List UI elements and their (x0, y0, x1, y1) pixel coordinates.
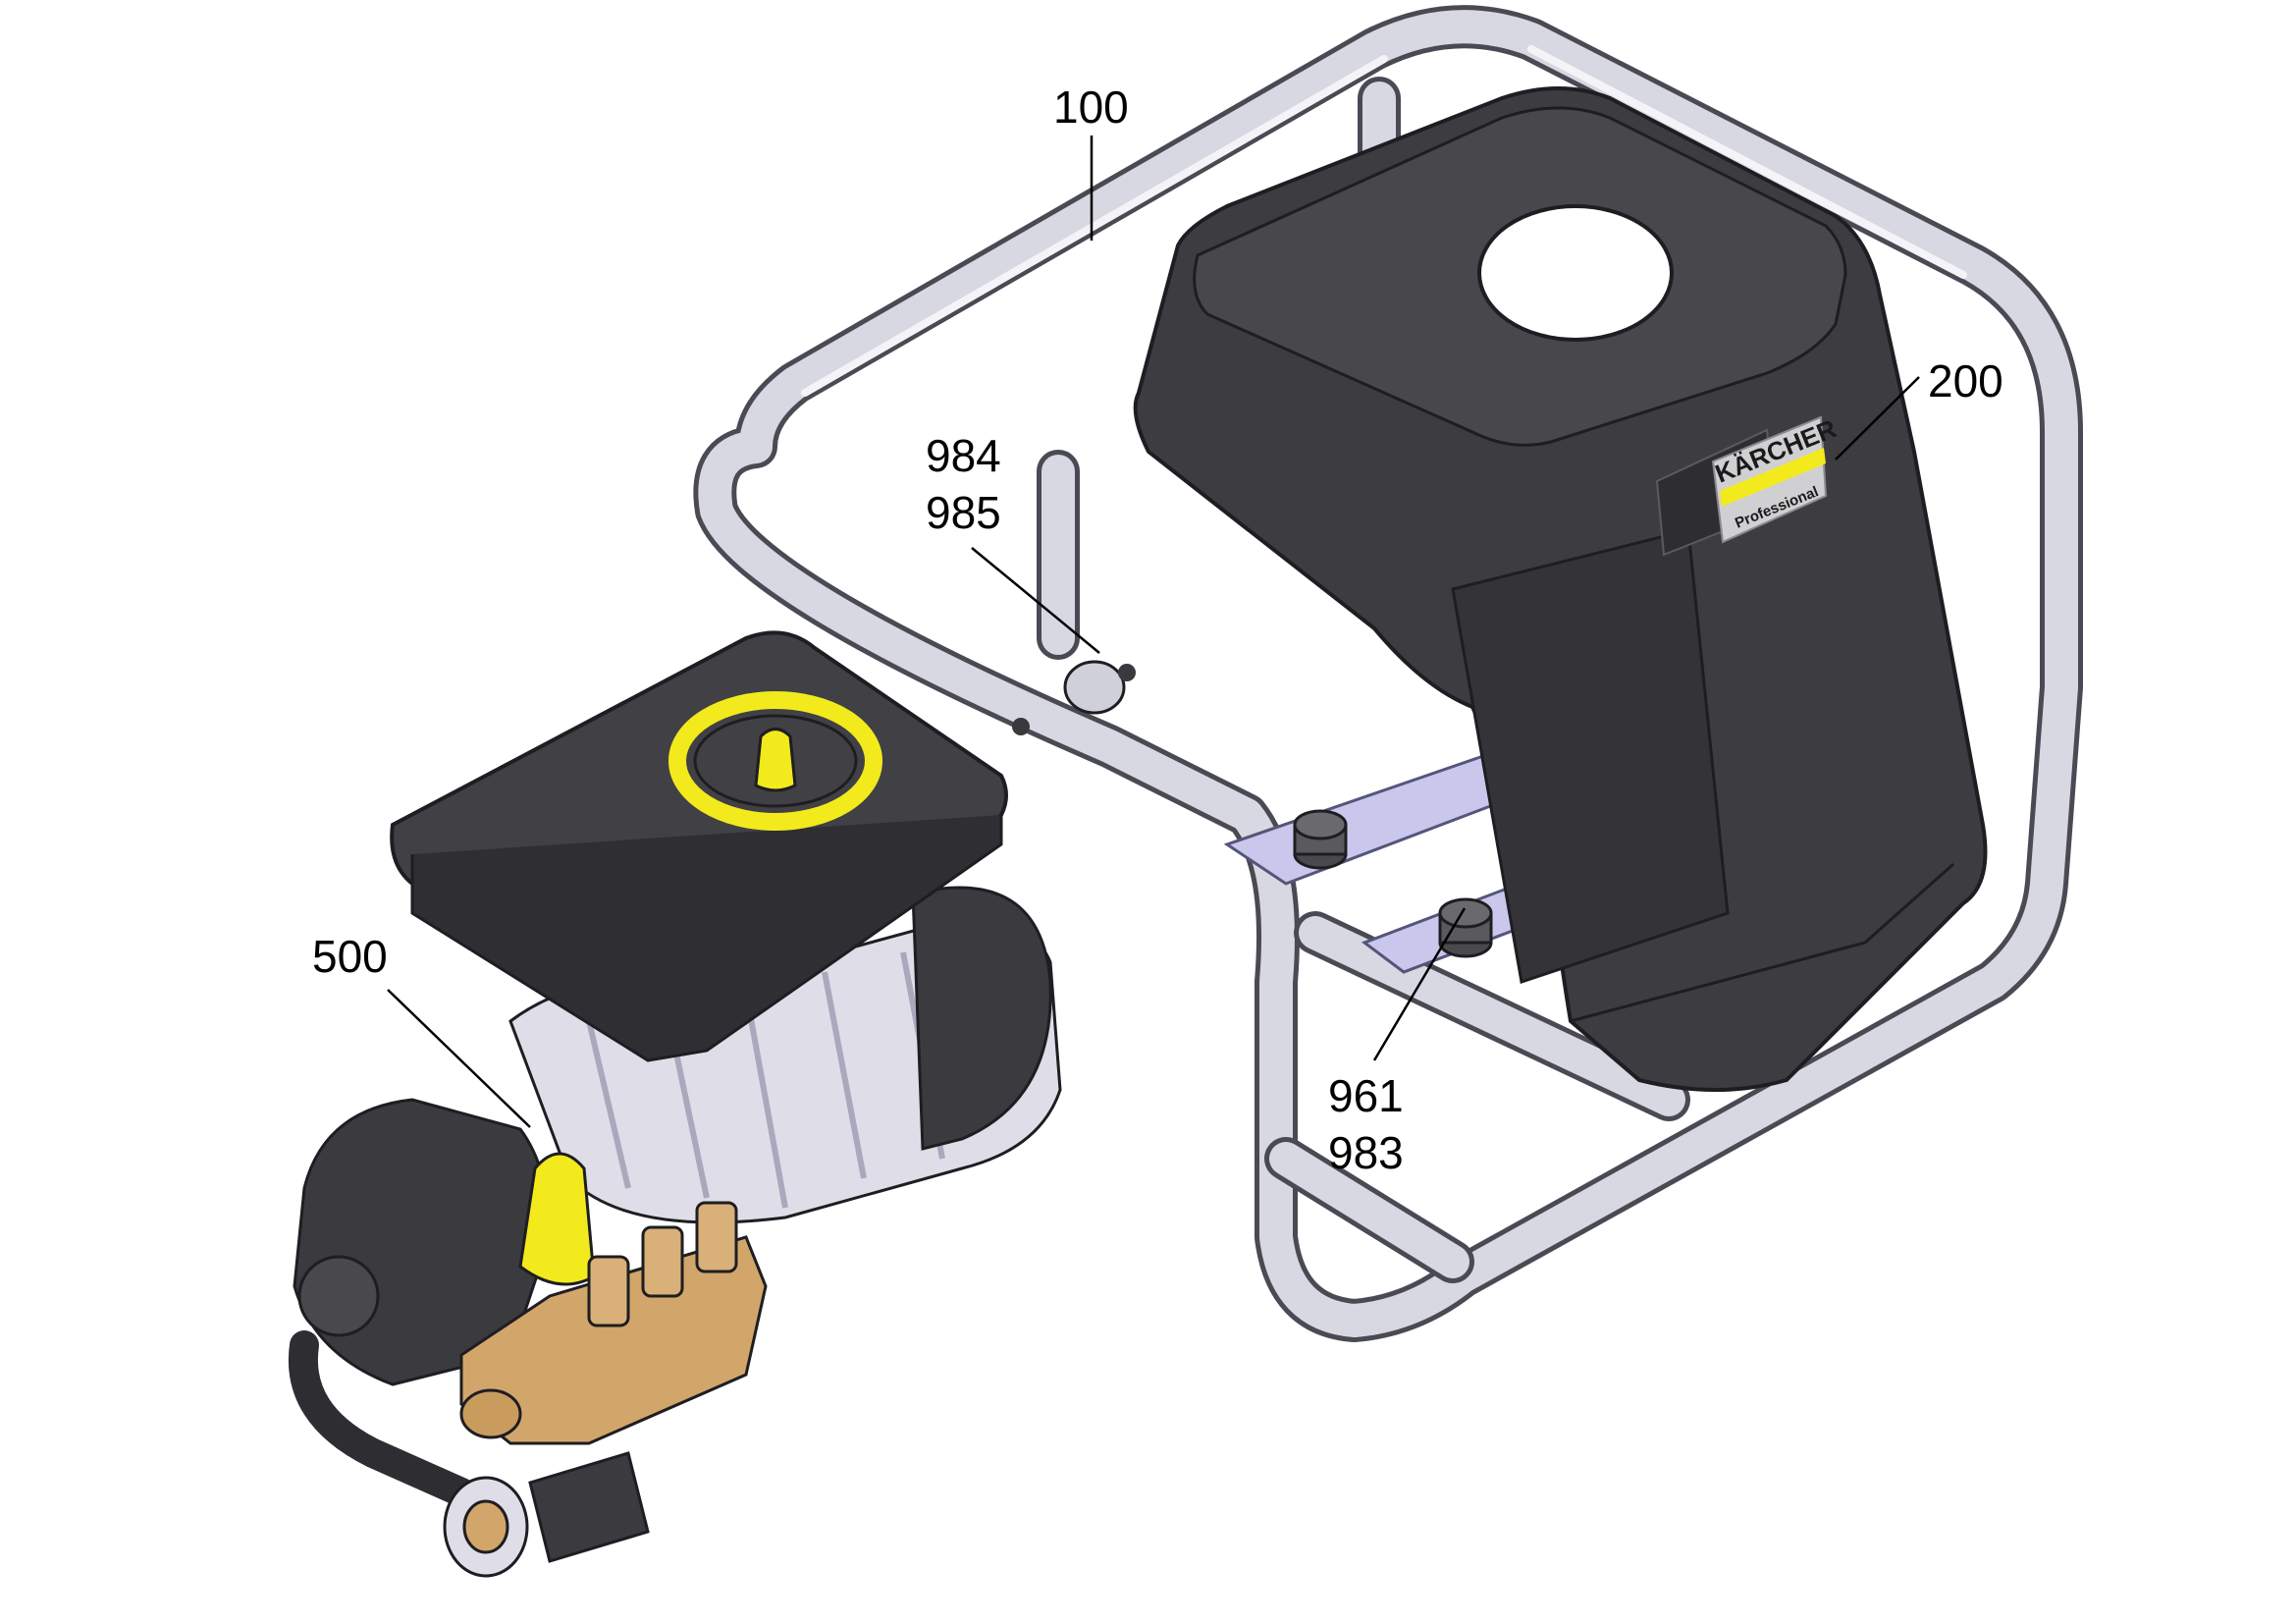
callout-500: 500 (312, 931, 388, 982)
leader-200 (1835, 376, 1920, 460)
callout-984: 984 (926, 430, 1001, 481)
leader-961-983 (1372, 907, 1467, 1061)
yellow-ring (668, 691, 882, 831)
tube-frame (693, 5, 2083, 1342)
hood-opening (1477, 204, 1674, 342)
motor-pump-unit (288, 630, 1062, 1578)
leader-500 (387, 989, 531, 1128)
callout-100: 100 (1053, 81, 1129, 133)
callout-983: 983 (1328, 1127, 1404, 1178)
leader-lines (387, 135, 1920, 1128)
callout-200: 200 (1928, 355, 2003, 406)
hood-cover: KÄRCHER Professional (1133, 86, 1988, 1092)
leader-984-985 (971, 547, 1100, 654)
callouts: 100 200 984 985 500 961 983 (312, 81, 2003, 1178)
callout-961: 961 (1328, 1070, 1404, 1121)
callout-985: 985 (926, 487, 1001, 538)
